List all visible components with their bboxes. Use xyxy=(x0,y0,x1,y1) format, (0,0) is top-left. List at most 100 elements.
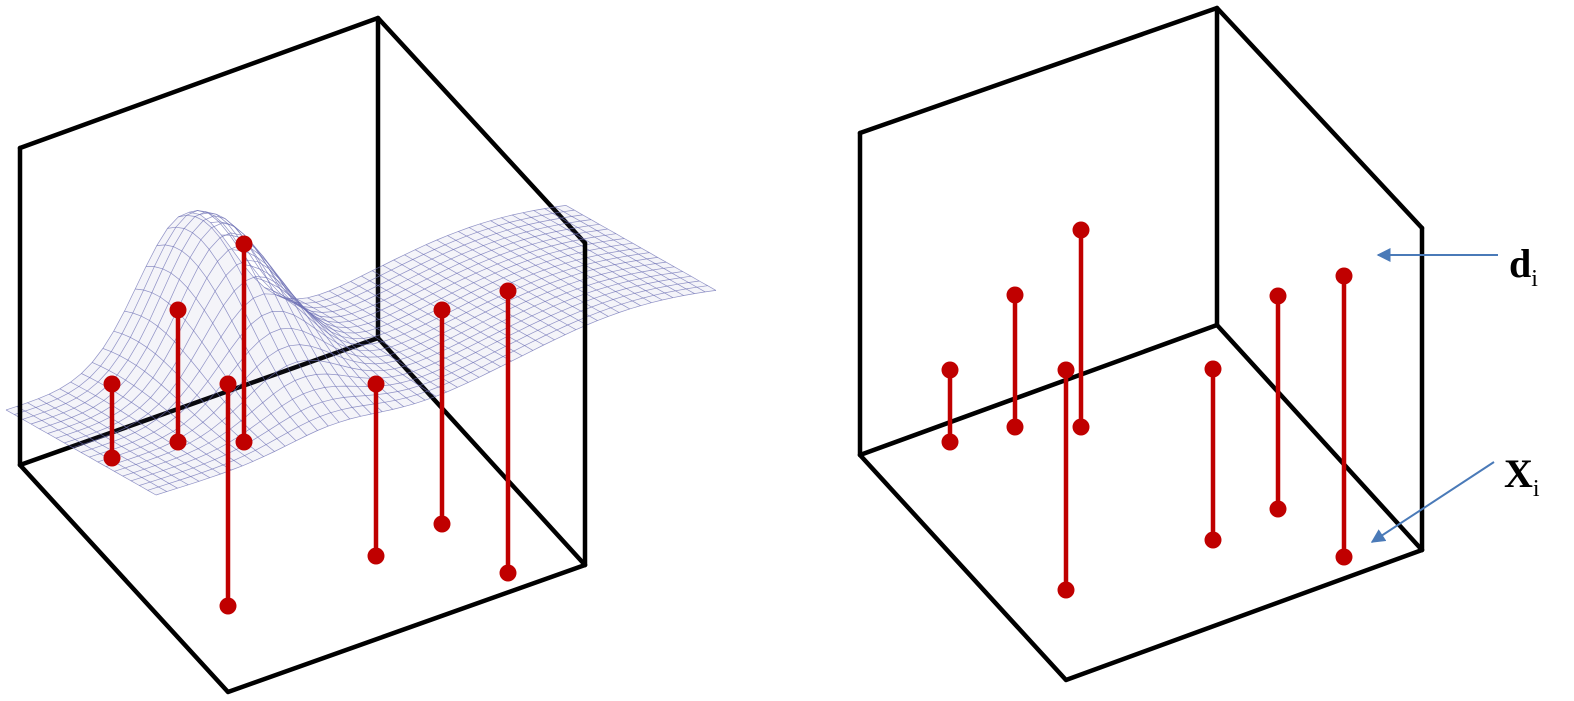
surface-mesh-col-line-30 xyxy=(328,290,480,378)
right-sample-bottom-marker-icon xyxy=(1269,500,1287,518)
left-sample-5 xyxy=(367,375,385,565)
surface-mesh-col-line-8 xyxy=(92,362,243,467)
surface-mesh-col-line-43 xyxy=(468,227,620,313)
left-sample-7 xyxy=(499,282,517,582)
d-label-subscript: i xyxy=(1531,266,1538,292)
left-cube-back-top-edge xyxy=(17,15,588,246)
left-sample-top-marker-icon xyxy=(235,235,253,253)
surface-mesh-col-line-4 xyxy=(48,393,200,482)
x-label-subscript: i xyxy=(1533,476,1540,502)
right-sample-bottom-marker-icon xyxy=(1006,418,1024,436)
surface-mesh-col-line-45 xyxy=(490,220,641,307)
surface-mesh-col-line-16 xyxy=(178,214,329,427)
right-sample-2 xyxy=(1006,286,1024,436)
surface-mesh-col-line-0 xyxy=(5,409,157,496)
right-sample-bottom-marker-icon xyxy=(941,433,959,451)
left-sample-4 xyxy=(219,375,237,615)
d-label: di xyxy=(1509,241,1538,292)
right-sample-top-marker-icon xyxy=(1269,287,1287,305)
annotations: di Xi xyxy=(1370,241,1540,543)
left-sample-top-marker-icon xyxy=(219,375,237,393)
surface-mesh-col-line-41 xyxy=(447,235,598,321)
left-sample-bottom-marker-icon xyxy=(433,515,451,533)
surface-mesh-col-line-46 xyxy=(501,217,652,304)
right-sample-top-marker-icon xyxy=(1057,361,1075,379)
left-sample-bottom-marker-icon xyxy=(103,449,121,467)
surface-mesh-col-line-28 xyxy=(307,297,458,388)
surface-mesh-col-line-49 xyxy=(533,210,684,296)
surface-mesh-col-line-2 xyxy=(27,402,178,489)
surface-mesh-col-line-33 xyxy=(361,275,512,362)
surface-mesh-col-line-12 xyxy=(135,288,286,447)
left-sample-top-marker-icon xyxy=(103,375,121,393)
right-sample-stems xyxy=(941,221,1353,599)
surface-mesh-col-line-48 xyxy=(522,212,674,299)
right-sample-4 xyxy=(1057,361,1075,599)
right-sample-bottom-marker-icon xyxy=(1335,548,1353,566)
x-arrow xyxy=(1370,461,1495,543)
right-sample-7 xyxy=(1335,267,1353,566)
surface-mesh-col-line-17 xyxy=(189,210,340,423)
right-sample-bottom-marker-icon xyxy=(1204,531,1222,549)
right-sample-bottom-marker-icon xyxy=(1072,418,1090,436)
right-sample-top-marker-icon xyxy=(1204,360,1222,378)
right-sample-top-marker-icon xyxy=(1006,286,1024,304)
surface-mesh-col-line-38 xyxy=(415,249,566,336)
right-sample-3 xyxy=(1072,221,1090,436)
right-sample-top-marker-icon xyxy=(1335,267,1353,285)
left-sample-1 xyxy=(103,375,121,467)
left-cube-with-surface xyxy=(5,15,717,695)
right-sample-1 xyxy=(941,361,959,451)
left-sample-bottom-marker-icon xyxy=(235,433,253,451)
right-sample-top-marker-icon xyxy=(1072,221,1090,239)
left-sample-bottom-marker-icon xyxy=(367,547,385,565)
right-sample-top-marker-icon xyxy=(941,361,959,379)
surface-mesh-col-line-25 xyxy=(275,294,426,401)
interpolated-surface-mesh xyxy=(5,205,717,496)
x-label: Xi xyxy=(1504,451,1540,502)
surface-mesh-col-line-18 xyxy=(199,212,351,420)
right-cube-samples-only xyxy=(857,5,1425,683)
left-sample-6 xyxy=(433,301,451,533)
right-cube-front-bottom-edge xyxy=(857,452,1425,683)
right-cube-back-top-edge xyxy=(857,5,1425,231)
left-sample-bottom-marker-icon xyxy=(499,564,517,582)
left-cube-front-bottom-edge xyxy=(17,462,588,695)
left-sample-stems xyxy=(103,235,517,615)
right-sample-6 xyxy=(1269,287,1287,518)
left-sample-bottom-marker-icon xyxy=(169,433,187,451)
surface-mesh-col-line-5 xyxy=(59,388,210,479)
right-cube-back-bottom-edge xyxy=(857,322,1425,553)
right-cube-edges xyxy=(857,5,1425,683)
x-label-main: X xyxy=(1504,451,1533,496)
left-sample-2 xyxy=(169,301,187,451)
surface-mesh-col-line-26 xyxy=(285,297,437,397)
left-sample-bottom-marker-icon xyxy=(219,597,237,615)
surface-mesh-col-line-40 xyxy=(436,239,587,326)
surface-mesh-col-line-37 xyxy=(404,254,555,341)
surface-mesh-col-line-21 xyxy=(232,249,383,412)
surface-mesh-col-line-6 xyxy=(70,381,221,475)
left-sample-top-marker-icon xyxy=(499,282,517,300)
surface-mesh-col-line-31 xyxy=(339,286,490,373)
surface-mesh-col-line-44 xyxy=(479,223,630,310)
left-cube-front-edges xyxy=(17,145,588,695)
right-sample-bottom-marker-icon xyxy=(1057,581,1075,599)
surface-mesh-col-line-51 xyxy=(555,206,706,293)
d-label-main: d xyxy=(1509,241,1531,286)
left-sample-top-marker-icon xyxy=(433,301,451,319)
surface-mesh-col-line-11 xyxy=(124,310,275,452)
surface-mesh-col-line-14 xyxy=(156,244,308,436)
left-sample-3 xyxy=(235,235,253,451)
left-sample-top-marker-icon xyxy=(367,375,385,393)
surface-mesh-col-line-32 xyxy=(350,281,501,368)
surface-mesh-col-line-27 xyxy=(296,298,447,393)
left-sample-top-marker-icon xyxy=(169,301,187,319)
surface-mesh-col-line-52 xyxy=(565,205,717,291)
right-sample-5 xyxy=(1204,360,1222,549)
surface-mesh-col-line-13 xyxy=(145,266,297,442)
surface-mesh-col-line-50 xyxy=(544,208,695,294)
surface-mesh-col-line-36 xyxy=(393,259,544,346)
surface-mesh-col-line-24 xyxy=(264,287,415,404)
